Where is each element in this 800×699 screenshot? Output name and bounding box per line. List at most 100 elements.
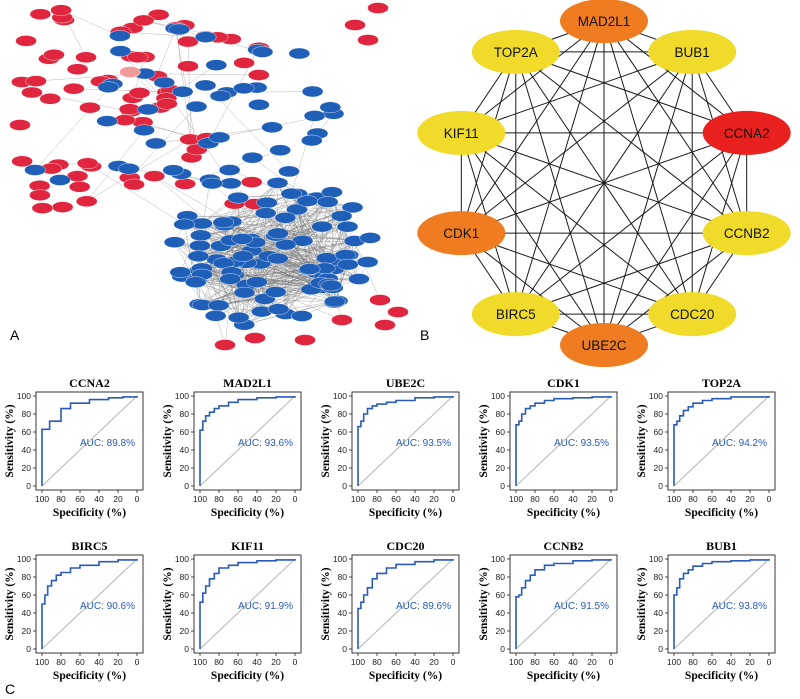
network-edge [202,192,333,306]
network-node [359,232,381,244]
roc-xtick-label: 20 [745,494,755,504]
network-node [248,69,270,81]
network-node [194,79,217,92]
network-node [133,124,155,136]
network-node [209,90,232,102]
hub-node-shape [417,211,506,256]
network-node [118,103,141,115]
network-node [21,86,43,99]
roc-ytick-label: 60 [338,427,348,437]
network-node [278,165,300,178]
roc-diagonal [357,558,454,650]
network-node [76,157,99,170]
roc-xtick-label: 60 [549,494,559,504]
roc-xtick-label: 20 [587,494,597,504]
network-node [219,273,241,285]
hub-node-shape [702,110,791,155]
network-node [75,51,97,63]
network-node [145,137,167,150]
hub-edge [603,132,748,346]
roc-ytick-label: 80 [180,409,190,419]
roc-ytick-label: 80 [654,409,664,419]
hub-node-label: KIF11 [444,126,479,141]
network-node [286,203,308,216]
roc-ylabel: Sensitivity (%) [636,404,648,477]
network-node [330,210,353,222]
roc-xlabel: Specificity (%) [53,507,126,519]
network-node [387,306,409,318]
network-node [132,14,155,27]
roc-ytick-label: 40 [22,608,32,618]
network-node [233,286,256,299]
roc-xtick-label: 80 [56,494,66,504]
roc-auc-label: AUC: 91.5% [554,601,609,612]
network-node [169,266,192,278]
roc-ytick-label: 20 [180,463,190,473]
hub-edge [515,51,747,134]
roc-diagonal [673,558,770,650]
network-node [184,276,207,288]
roc-xlabel: Specificity (%) [369,507,442,519]
hub-node-shape [702,211,791,256]
roc-xtick-label: 40 [410,657,420,667]
network-node [147,9,170,21]
network-node [24,164,46,176]
network-edge [199,182,278,246]
roc-xtick-label: 100 [35,657,49,667]
roc-xlabel: Specificity (%) [527,507,600,519]
hub-node-kif11: KIF11 [417,110,506,155]
network-edge [90,166,185,225]
network-node [162,164,185,176]
roc-ytick-label: 20 [654,626,664,636]
roc-xlabel: Specificity (%) [369,670,442,682]
roc-ytick-label: 60 [496,590,506,600]
roc-ytick-label: 0 [658,481,663,491]
network-edge [201,274,262,312]
roc-xtick-label: 40 [568,657,578,667]
roc-ytick-label: 20 [496,626,506,636]
roc-xtick-label: 80 [372,657,382,667]
roc-curve [673,396,770,486]
roc-ytick-label: 0 [342,644,347,654]
network-node [143,170,166,182]
roc-ytick-label: 0 [342,481,347,491]
roc-xtick-label: 0 [293,657,298,667]
roc-ytick-label: 0 [500,644,505,654]
roc-xtick-label: 100 [351,494,365,504]
network-node [118,163,140,175]
hub-node-shape [648,29,737,74]
roc-ytick-label: 0 [26,481,31,491]
roc-curve [199,559,296,649]
network-node [190,229,212,242]
roc-title: TOP2A [702,376,741,390]
roc-ytick-label: 80 [496,572,506,582]
hub-node-shape [471,29,560,74]
network-edge [278,268,310,310]
hub-node-shape [471,292,560,337]
network-node [241,151,264,164]
roc-title: CCNA2 [69,376,110,390]
network-node [336,220,359,233]
roc-xlabel: Specificity (%) [211,507,284,519]
network-edge [291,115,315,194]
network-node [246,276,268,288]
network-node [288,47,310,60]
roc-xtick-label: 60 [391,657,401,667]
network-node [75,195,98,208]
roc-curve [515,396,612,486]
roc-xtick-label: 40 [410,494,420,504]
network-node [39,93,61,105]
network-node [233,57,255,69]
hub-node-shape [560,0,648,43]
roc-auc-label: AUC: 93.6% [238,438,293,449]
roc-diagonal [199,395,296,487]
network-node [367,2,389,14]
roc-xtick-label: 20 [429,657,439,667]
network-node [267,303,290,315]
roc-auc-label: AUC: 90.6% [80,601,135,612]
roc-ytick-label: 60 [22,427,32,437]
roc-xtick-label: 60 [233,494,243,504]
